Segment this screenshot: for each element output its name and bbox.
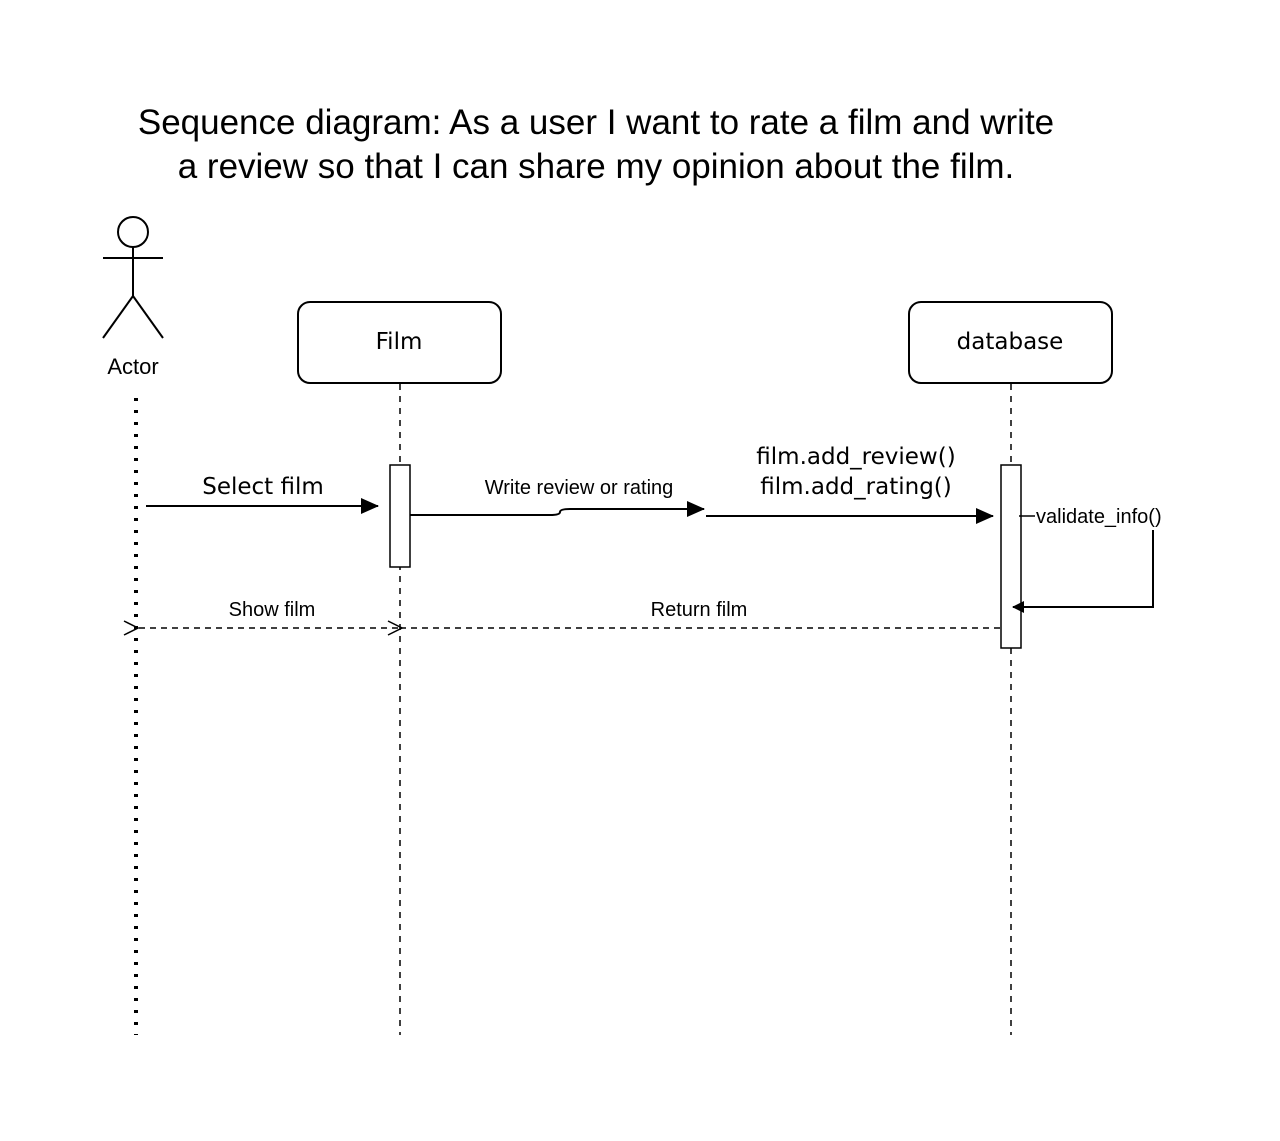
select-film-label: Select film — [202, 474, 324, 500]
add-rating-label: film.add_rating() — [760, 474, 951, 500]
add-review-label: film.add_review() — [756, 444, 955, 470]
diagram-title-line-2: a review so that I can share my opinion … — [178, 147, 1015, 186]
database-participant-label: database — [957, 329, 1064, 355]
actor-label: Actor — [107, 354, 158, 379]
actor-figure-icon — [102, 216, 164, 339]
film-participant-label: Film — [376, 329, 423, 355]
write-review-arrow — [410, 501, 705, 517]
diagram-title-line-1: Sequence diagram: As a user I want to ra… — [138, 103, 1054, 142]
write-review-label: Write review or rating — [485, 477, 674, 499]
film-activation-bar — [389, 464, 411, 568]
return-film-label: Return film — [651, 599, 748, 621]
show-film-label: Show film — [229, 599, 316, 621]
database-participant-box — [908, 301, 1113, 384]
validate-info-label: validate_info() — [1036, 506, 1162, 528]
database-activation-bar — [1000, 464, 1022, 649]
validate-info-arrow — [1012, 530, 1154, 613]
film-participant-box — [297, 301, 502, 384]
